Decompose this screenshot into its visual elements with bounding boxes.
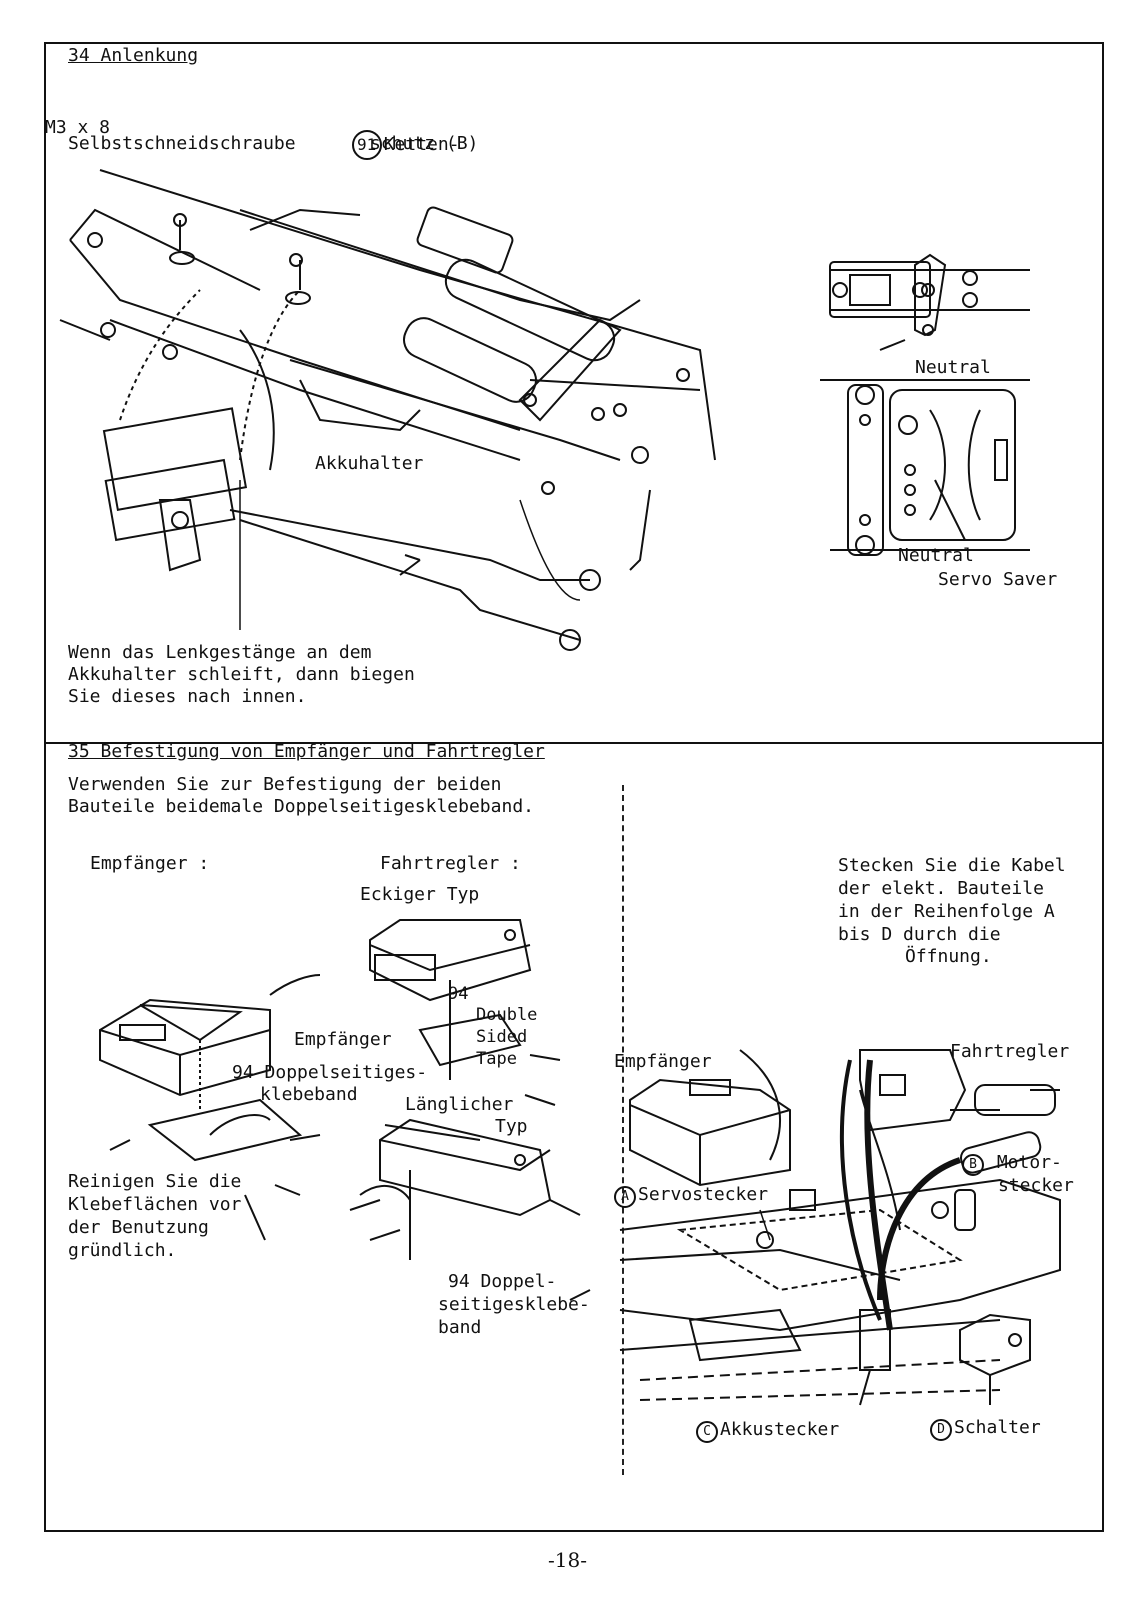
tape-label-2: klebeband	[260, 1084, 358, 1105]
chain-guard-label-2: schutz (B)	[370, 133, 479, 154]
part-number-badge: 91	[351, 130, 382, 160]
tape2-label-3: band	[438, 1317, 482, 1338]
screw-size-label: M3 x 8	[45, 117, 111, 138]
battery-plug-text: Akkustecker	[720, 1419, 840, 1440]
servo-plug-letter: A	[614, 1186, 636, 1208]
square-type-label: Eckiger Typ	[360, 884, 480, 905]
intro-line-1: Verwenden Sie zur Befestigung der beiden	[68, 774, 502, 795]
esc-heading: Fahrtregler :	[380, 853, 521, 874]
double-sided-label-1: Double	[476, 1005, 538, 1025]
long-type-label-2: Typ	[495, 1116, 528, 1137]
motor-plug-label-1: B Motor-	[962, 1151, 1062, 1176]
note-line-2: Akkuhalter schleift, dann biegen	[68, 664, 415, 685]
note-line-1: Wenn das Lenkgestänge an dem	[68, 642, 372, 663]
column-divider	[622, 785, 624, 1475]
tape-label-1: 94 Doppelseitiges-	[232, 1061, 427, 1085]
battery-holder-label: Akkuhalter	[315, 453, 424, 474]
servo-saver-label: Servo Saver	[938, 569, 1058, 590]
servo-saver-drawing	[820, 253, 1030, 556]
tape2-text: Doppel-	[480, 1271, 557, 1292]
clean-note-4: gründlich.	[68, 1240, 177, 1261]
plug-note-2: der elekt. Bauteile	[838, 878, 1044, 899]
note-line-3: Sie dieses nach innen.	[68, 686, 307, 707]
battery-plug-letter: C	[696, 1421, 718, 1443]
chain-guard-label-1: Ketten-	[383, 134, 460, 155]
neutral-label-bottom: Neutral	[898, 545, 974, 566]
tape-text: Doppelseitiges-	[264, 1062, 428, 1083]
section-35-title: 35 Befestigung von Empfänger und Fahrtre…	[68, 741, 545, 762]
part-number: 94	[232, 1062, 254, 1083]
screw-type-label: Selbstschneidschraube	[68, 133, 296, 154]
part-94-label-a: 94	[448, 982, 468, 1006]
motor-plug-letter: B	[962, 1154, 984, 1176]
intro-line-2: Bauteile beidemale Doppelseitigesklebeba…	[68, 796, 534, 817]
esc-wiring-label: Fahrtregler	[950, 1041, 1070, 1062]
double-sided-label-2: Sided	[476, 1027, 528, 1047]
long-type-label-1: Länglicher	[405, 1094, 514, 1115]
receiver-heading: Empfänger :	[90, 853, 210, 874]
wiring-drawing	[619, 1049, 1061, 1406]
part-number: 94	[448, 1271, 470, 1292]
plug-note-4: bis D durch die	[838, 924, 1001, 945]
switch-letter: D	[930, 1419, 952, 1441]
motor-plug-label-2: stecker	[998, 1175, 1074, 1196]
plug-note-5: Öffnung.	[905, 946, 992, 967]
tape2-label-2: seitigesklebe-	[438, 1294, 590, 1315]
section-34-title: 34 Anlenkung	[68, 45, 199, 66]
motor-plug-text: Motor-	[996, 1152, 1062, 1173]
neutral-label-top: Neutral	[915, 357, 991, 378]
switch-text: Schalter	[954, 1417, 1041, 1438]
clean-note-2: Klebeflächen vor	[68, 1194, 242, 1215]
page-number: -18-	[548, 1548, 587, 1572]
section-divider	[44, 742, 1104, 744]
receiver-label: Empfänger	[294, 1029, 392, 1050]
part-number: 94	[448, 984, 469, 1004]
double-sided-label-3: Tape	[476, 1049, 517, 1069]
plug-note-3: in der Reihenfolge A	[838, 901, 1055, 922]
clean-note-3: der Benutzung	[68, 1217, 209, 1238]
servo-plug-text: Servostecker	[638, 1184, 769, 1205]
page-frame	[44, 42, 1104, 1532]
empf-wiring-label: Empfänger	[614, 1051, 712, 1072]
tape2-label-1: 94 Doppel-	[448, 1270, 556, 1294]
chassis-drawing-34	[59, 169, 716, 651]
plug-note-1: Stecken Sie die Kabel	[838, 855, 1066, 876]
receiver-esc-drawing	[99, 919, 591, 1301]
clean-note-1: Reinigen Sie die	[68, 1171, 242, 1192]
